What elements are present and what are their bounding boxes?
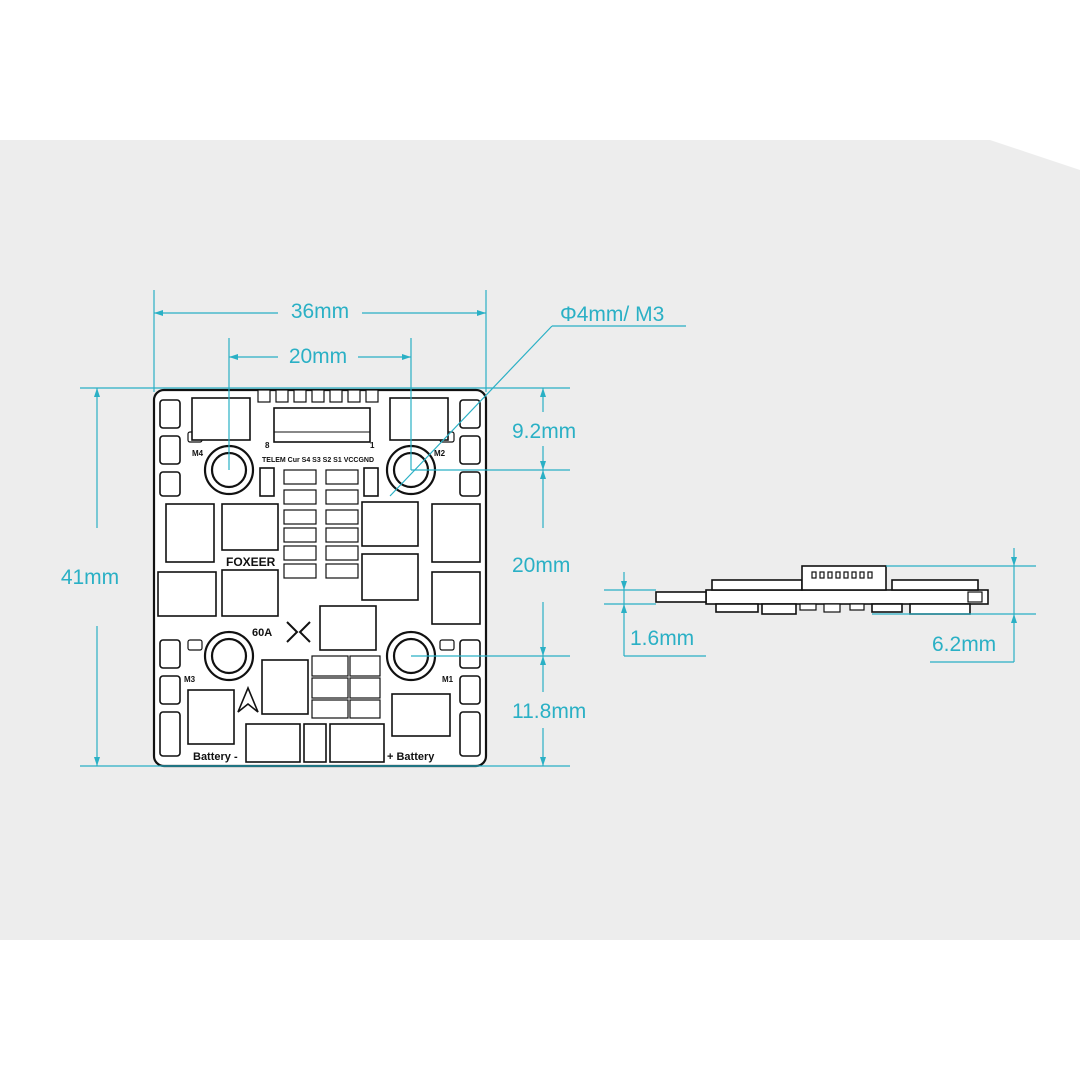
- board-top-view: 8 1 TELEM Cur S4 S3 S2 S1 VCCGND: [152, 388, 488, 768]
- hole-spacing-horizontal-label: 20mm: [289, 345, 347, 368]
- battery-negative-label: Battery -: [193, 751, 238, 763]
- bottom-offset-label: 11.8mm: [512, 700, 586, 723]
- side-pcb: [705, 589, 989, 605]
- side-connector-pins: [811, 571, 873, 579]
- motor3-label: M3: [184, 675, 196, 684]
- width-total-label: 36mm: [291, 300, 349, 323]
- edge-pads-left: [159, 399, 181, 757]
- height-total-label: 41mm: [61, 566, 119, 589]
- hole-spec-label: Φ4mm/ M3: [560, 303, 664, 326]
- arrow-mark: [237, 685, 259, 713]
- board-thickness-label: 1.6mm: [630, 627, 694, 650]
- side-view-dimensions: 1.6mm 6.2mm: [604, 548, 1036, 663]
- connector-pin-labels: TELEM Cur S4 S3 S2 S1 VCCGND: [262, 457, 374, 464]
- logo-mark: [286, 621, 311, 643]
- board-side-view: [655, 565, 989, 615]
- top-view-dimensions: 36mm 20mm Φ4mm/ M3 41mm 9.2mm 20mm: [61, 290, 686, 767]
- motor4-label: M4: [192, 449, 204, 458]
- pin-last-label: 8: [265, 441, 270, 450]
- hole-spacing-vertical-label: 20mm: [512, 554, 570, 577]
- total-height-label: 6.2mm: [932, 633, 996, 656]
- motor2-label: M2: [434, 449, 446, 458]
- mosfet-components: [157, 397, 481, 745]
- battery-positive-label: + Battery: [387, 751, 435, 763]
- pin-first-label: 1: [370, 441, 375, 450]
- edge-pads-right: [459, 399, 481, 757]
- battery-pads: [245, 723, 385, 763]
- capacitor-grid: [311, 655, 381, 719]
- current-sense-resistors: [259, 467, 379, 579]
- current-rating-label: 60A: [252, 627, 272, 639]
- top-offset-label: 9.2mm: [512, 420, 576, 443]
- top-connector: [257, 389, 379, 443]
- motor1-label: M1: [442, 675, 454, 684]
- side-wire-pad: [655, 591, 707, 603]
- brand-label: FOXEER: [226, 555, 276, 569]
